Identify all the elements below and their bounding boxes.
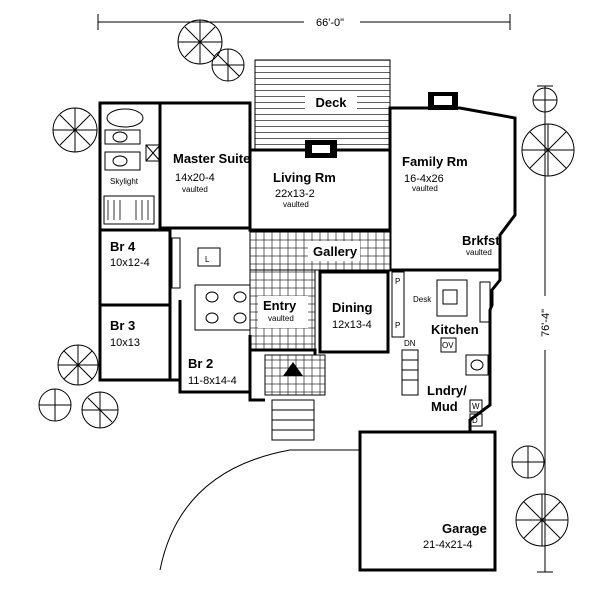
gallery-label: Gallery bbox=[313, 244, 358, 259]
garage: Garage 21-4x21-4 bbox=[358, 430, 497, 572]
living-room: Living Rm 22x13-2 vaulted bbox=[248, 140, 392, 232]
br3-name: Br 3 bbox=[110, 318, 135, 333]
tree-icon bbox=[177, 19, 223, 65]
brkfst-note: vaulted bbox=[466, 248, 492, 257]
tree-icon bbox=[52, 107, 98, 153]
family-room-size: 16-4x26 bbox=[404, 173, 444, 185]
washer-label: W bbox=[472, 402, 480, 411]
kitchen-name: Kitchen bbox=[431, 322, 479, 337]
master-suite-name: Master Suite bbox=[173, 151, 250, 166]
mud-name: Mud bbox=[431, 399, 458, 414]
br2-size: 11-8x14-4 bbox=[188, 375, 237, 387]
width-dimension: 66'-0" bbox=[316, 17, 344, 29]
tree-icon bbox=[38, 388, 72, 422]
laundry-mud: DN Lndry/ Mud W D bbox=[401, 339, 483, 427]
tree-icons bbox=[38, 19, 575, 547]
tree-icon bbox=[211, 48, 245, 82]
depth-dimension-line: 76'-4" bbox=[536, 85, 554, 573]
deck-label: Deck bbox=[315, 95, 347, 110]
br4-name: Br 4 bbox=[110, 239, 136, 254]
dryer-label: D bbox=[472, 416, 478, 425]
linen-label: L bbox=[205, 255, 210, 264]
pantry-a-label: P bbox=[395, 277, 400, 286]
br3-size: 10x13 bbox=[110, 337, 140, 349]
laundry-name: Lndry/ bbox=[427, 383, 467, 398]
br4-size: 10x12-4 bbox=[110, 257, 150, 269]
living-room-size: 22x13-2 bbox=[275, 188, 315, 200]
entry: Entry vaulted bbox=[250, 296, 326, 441]
master-suite-note: vaulted bbox=[182, 185, 208, 194]
entry-note: vaulted bbox=[268, 314, 294, 323]
family-room-name: Family Rm bbox=[402, 154, 468, 169]
tree-icon bbox=[521, 123, 575, 177]
tree-icon bbox=[511, 445, 545, 479]
hall-bath: L bbox=[171, 237, 251, 331]
garage-size: 21-4x21-4 bbox=[423, 539, 473, 551]
tree-icon bbox=[57, 344, 99, 386]
oven-label: OV bbox=[442, 341, 454, 350]
master-suite-size: 14x20-4 bbox=[175, 172, 215, 184]
depth-dimension: 76'-4" bbox=[540, 309, 552, 337]
skylight-label: Skylight bbox=[110, 177, 139, 186]
desk-label: Desk bbox=[413, 295, 432, 304]
stair-down-label: DN bbox=[404, 339, 416, 348]
deck: Deck bbox=[254, 59, 391, 151]
brkfst-name: Brkfst bbox=[462, 233, 500, 248]
dining-name: Dining bbox=[332, 300, 372, 315]
tree-icon bbox=[532, 87, 558, 113]
family-room-note: vaulted bbox=[412, 184, 438, 193]
tree-icon bbox=[515, 493, 569, 547]
bedroom-4: Br 4 10x12-4 bbox=[98, 228, 172, 307]
dining-size: 12x13-4 bbox=[332, 319, 372, 331]
master-bath: Skylight bbox=[98, 101, 162, 232]
bedroom-2: Br 2 11-8x14-4 bbox=[178, 300, 252, 394]
garage-name: Garage bbox=[442, 521, 487, 536]
living-room-name: Living Rm bbox=[273, 170, 336, 185]
tree-icon bbox=[81, 391, 119, 429]
family-room: Family Rm 16-4x26 vaulted Brkfst vaulted bbox=[388, 92, 500, 272]
bedroom-3: Br 3 10x13 bbox=[98, 303, 172, 382]
width-dimension-line: 66'-0" bbox=[97, 12, 511, 30]
pantry-b-label: P bbox=[395, 321, 400, 330]
living-room-note: vaulted bbox=[283, 200, 309, 209]
kitchen: P P Desk Kitchen OV bbox=[391, 271, 491, 376]
entry-name: Entry bbox=[263, 298, 297, 313]
master-suite: Master Suite 14x20-4 vaulted bbox=[158, 101, 252, 230]
dining-room: Dining 12x13-4 bbox=[318, 270, 390, 354]
br2-name: Br 2 bbox=[188, 356, 213, 371]
driveway bbox=[159, 449, 360, 571]
